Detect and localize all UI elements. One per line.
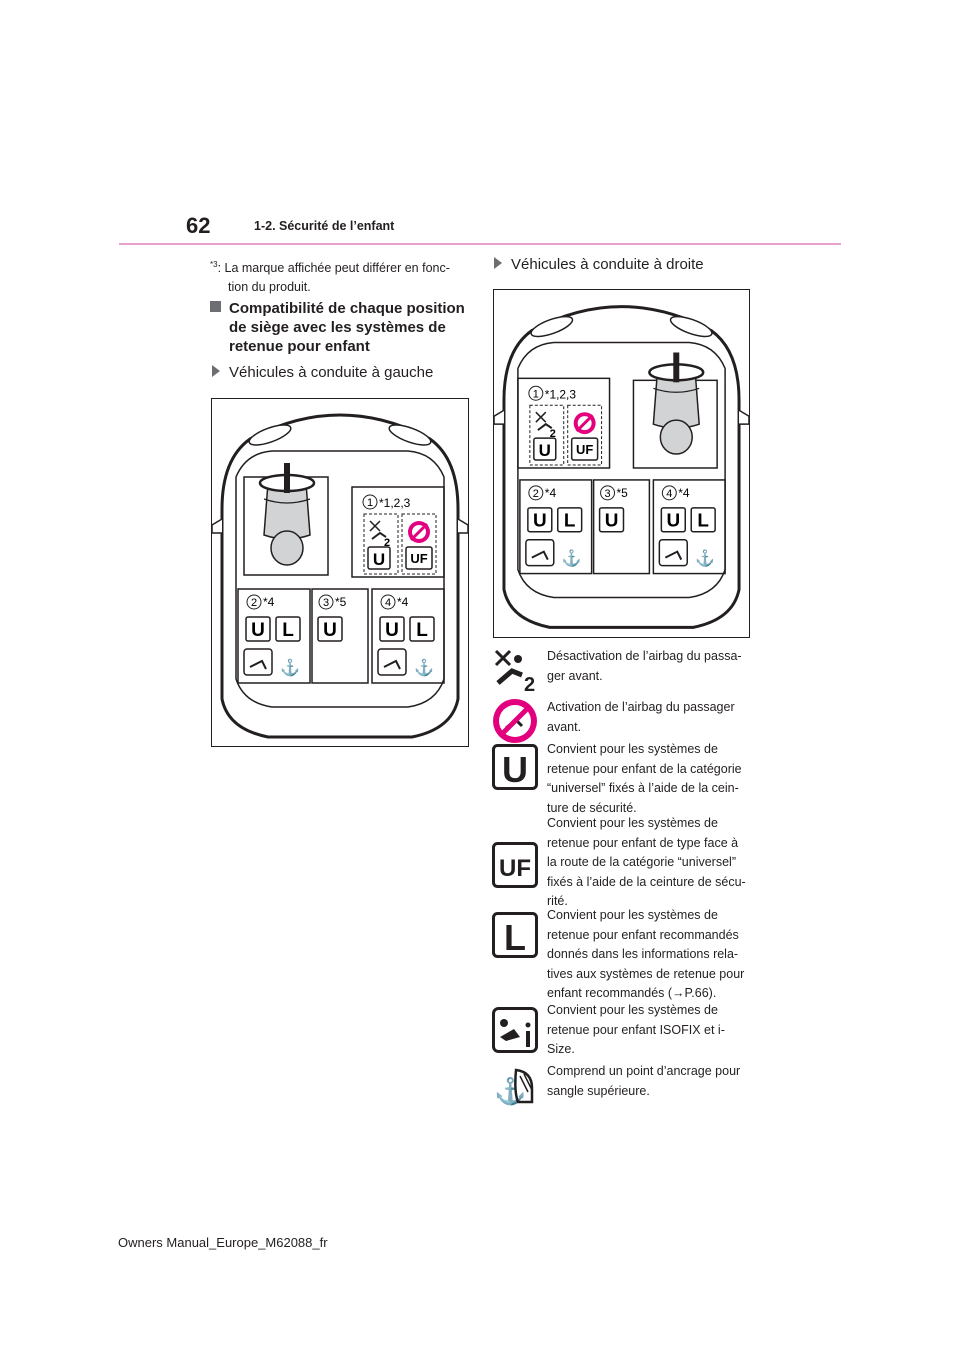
airbag-activated-prohibited-icon [573, 412, 596, 435]
airbag-deactivated-icon: 2 [369, 520, 390, 549]
seat-4-note: *4 [678, 486, 690, 500]
footnote-3: *3: La marque affichée peut différer en … [210, 255, 470, 297]
seat-4-number: 4 [666, 488, 672, 500]
seat-2-number: 2 [533, 488, 539, 500]
mark-u: U [323, 620, 337, 641]
isofix-isize-icon [492, 1007, 538, 1053]
footnote-line-1: : La marque affichée peut différer en fo… [217, 261, 450, 276]
mark-l: L [564, 511, 576, 532]
svg-text:UF: UF [499, 855, 531, 882]
mark-u: U [251, 620, 265, 641]
recommended-l-icon: L [492, 912, 538, 958]
triangle-bullet-icon [494, 257, 502, 269]
seat-2-note: *4 [263, 595, 275, 609]
heading-line-1: Compatibilité de chaque position [229, 300, 465, 317]
header-rule [119, 243, 841, 245]
seat-4-number: 4 [385, 597, 391, 609]
seat-2-number: 2 [251, 597, 257, 609]
footnote-marker: *3 [210, 260, 218, 269]
seat-1-note: *1,2,3 [545, 387, 577, 401]
svg-text:L: L [504, 917, 526, 958]
car-outline [494, 305, 749, 629]
seat-3-note: *5 [617, 486, 629, 500]
front-passenger-seat-1: 1 *1,2,3 2 U UF [517, 377, 611, 469]
seat-3-number: 3 [605, 488, 611, 500]
mark-uf: UF [576, 442, 593, 457]
top-tether-anchor-icon: ⚓ [562, 549, 582, 568]
universal-u-icon: U [492, 744, 538, 790]
mark-l: L [416, 620, 428, 641]
rear-seat-3: 3 *5 U [311, 588, 369, 684]
front-driver-seat [632, 352, 718, 469]
rhd-subheading: Véhicules à conduite à droite [494, 256, 704, 273]
airbag-deactivated-icon: 2 [494, 649, 535, 693]
seat-1-number: 1 [367, 497, 373, 509]
section-title: 1-2. Sécurité de l’enfant [254, 219, 395, 233]
lhd-title: Véhicules à conduite à gauche [229, 364, 434, 381]
mark-l: L [282, 620, 294, 641]
heading-line-3: retenue pour enfant [229, 338, 370, 355]
footnote-line-2: tion du produit. [228, 280, 311, 295]
top-tether-anchor-icon: ⚓ [280, 658, 300, 677]
heading-line-2: de siège avec les systèmes de [229, 319, 446, 336]
airbag-activated-prohibited-icon [408, 521, 430, 543]
seat-3-note: *5 [335, 595, 347, 609]
mark-u: U [373, 550, 385, 569]
svg-text:2: 2 [550, 428, 556, 440]
rear-seat-4: 4 *4 U L ⚓ [371, 588, 445, 684]
front-passenger-seat-1: 1 *1,2,3 2 U UF [351, 486, 445, 578]
svg-text:U: U [502, 749, 528, 790]
lhd-subheading: Véhicules à conduite à gauche [212, 364, 433, 381]
mark-u: U [385, 620, 399, 641]
front-driver-seat [243, 463, 329, 576]
footer-text: Owners Manual_Europe_M62088_fr [118, 1235, 328, 1250]
page-number: 62 [186, 213, 211, 238]
seat-2-note: *4 [545, 486, 557, 500]
legend-text: Désactivation de l’airbag du passa-ger a… [547, 649, 742, 683]
mark-uf: UF [410, 551, 427, 566]
mark-u: U [539, 441, 551, 460]
airbag-activated-prohibited-icon [493, 699, 537, 743]
rear-seat-3: 3 *5 U [592, 479, 651, 575]
rhd-title: Véhicules à conduite à droite [511, 256, 704, 273]
rear-seat-2: 2 *4 U L ⚓ [519, 479, 593, 575]
seat-1-note: *1,2,3 [379, 496, 411, 510]
triangle-bullet-icon [212, 365, 220, 377]
heading-square-icon [210, 301, 221, 312]
mark-l: L [697, 511, 709, 532]
lhd-seating-diagram: 1 *1,2,3 2 U UF 2 *4 U [211, 398, 469, 747]
mark-u: U [666, 511, 680, 532]
seat-4-note: *4 [397, 595, 409, 609]
mark-u: U [533, 511, 547, 532]
rhd-seating-diagram: 1 *1,2,3 2 U UF 2 [493, 289, 750, 638]
top-tether-anchor-icon: ⚓ [414, 658, 434, 677]
seat-3-number: 3 [323, 597, 329, 609]
svg-text:2: 2 [524, 674, 535, 693]
top-tether-anchor-icon: ⚓ [695, 549, 715, 568]
rear-seat-4: 4 *4 U L ⚓ [652, 479, 726, 575]
airbag-deactivated-icon: 2 [535, 411, 556, 440]
rear-seat-2: 2 *4 U L ⚓ [237, 588, 311, 684]
compatibility-heading: Compatibilité de chaque position de sièg… [210, 299, 480, 356]
seat-1-number: 1 [533, 388, 539, 400]
car-outline [212, 413, 468, 739]
svg-text:2: 2 [384, 537, 390, 549]
universal-uf-icon: UF [492, 842, 538, 888]
mark-u: U [605, 511, 619, 532]
top-tether-anchor-icon: ⚓ [494, 1068, 534, 1106]
